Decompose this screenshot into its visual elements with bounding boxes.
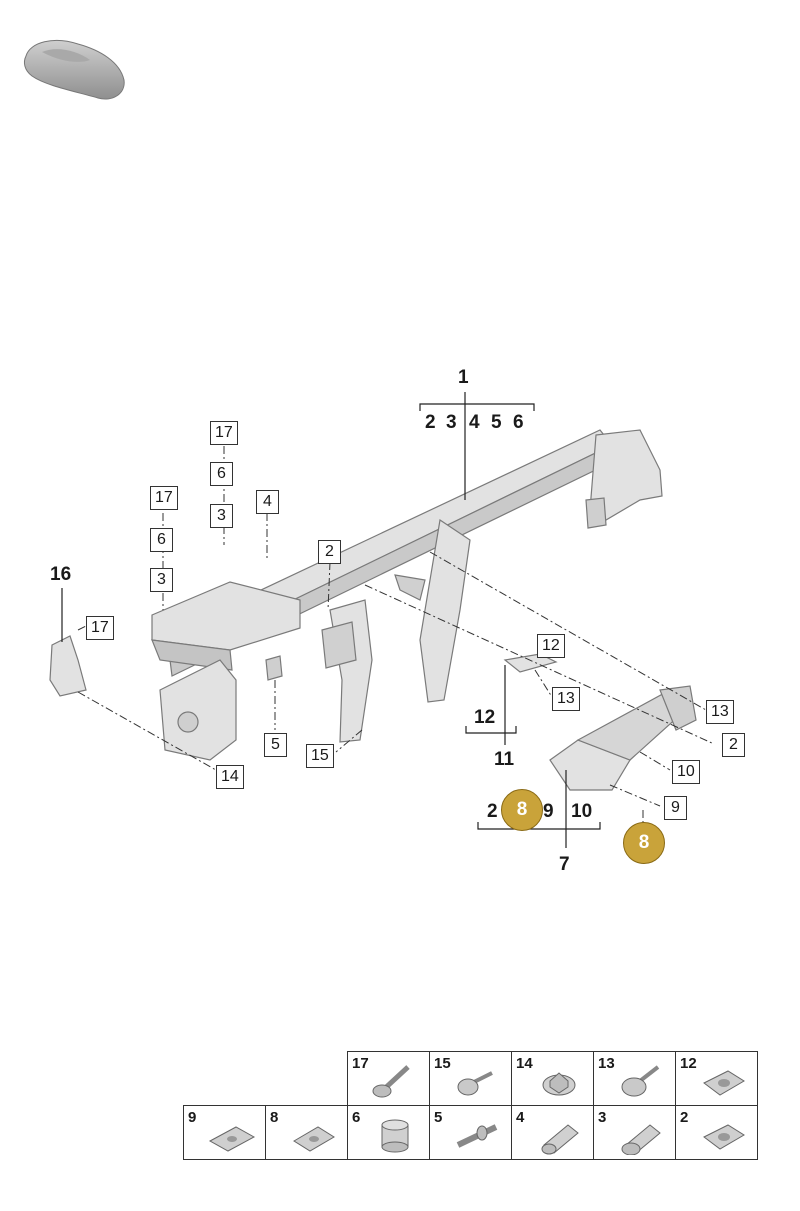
part-number: 17 (352, 1055, 369, 1072)
box-callout: 17 (210, 421, 238, 445)
spacer-sleeve-icon (381, 1119, 409, 1153)
box-callout: 17 (86, 616, 114, 640)
box-callout: 2 (722, 733, 745, 757)
part-number: 15 (434, 1055, 451, 1072)
part-cell-15[interactable]: 15 (429, 1051, 512, 1106)
threaded-sleeve-icon (621, 1124, 661, 1155)
box-callout: 2 (318, 540, 341, 564)
part-cell-4[interactable]: 4 (511, 1105, 594, 1160)
threaded-sleeve-icon (541, 1124, 579, 1155)
box-callout: 5 (264, 733, 287, 757)
part-cell-14[interactable]: 14 (511, 1051, 594, 1106)
box-callout: 6 (210, 462, 233, 486)
box-callout: 15 (306, 744, 334, 768)
part-cell-17[interactable]: 17 (347, 1051, 430, 1106)
part-number: 12 (680, 1055, 697, 1072)
part-number: 8 (270, 1109, 279, 1126)
callout-group7-item: 10 (571, 801, 593, 822)
part-number: 3 (598, 1109, 607, 1126)
part-number: 14 (516, 1055, 533, 1072)
box-callout: 17 (150, 486, 178, 510)
part-number: 5 (434, 1109, 443, 1126)
bolt-icon (372, 1065, 410, 1098)
nut-icon (542, 1072, 576, 1096)
box-callout: 3 (210, 504, 233, 528)
box-callout: 6 (150, 528, 173, 552)
part-cell-5[interactable]: 5 (429, 1105, 512, 1160)
stud-bolt-icon (456, 1124, 498, 1148)
part-cell-13[interactable]: 13 (593, 1051, 676, 1106)
callout-7: 7 (559, 854, 570, 875)
car-silhouette-icon (23, 39, 125, 100)
callout-group7-item: 2 (487, 801, 498, 822)
box-callout: 9 (664, 796, 687, 820)
callout-group1-item: 5 (491, 412, 502, 433)
callout-group1-item: 2 (425, 412, 436, 433)
callout-12-bracket: 12 (474, 707, 496, 728)
part-cell-9[interactable]: 9 (183, 1105, 266, 1160)
box-callout: 13 (552, 687, 580, 711)
callout-group7-item: 9 (543, 801, 554, 822)
parts-legend-grid: 17 15 14 13 12 9 8 6 5 4 3 2 (183, 1051, 758, 1160)
part-cell-8[interactable]: 8 (265, 1105, 348, 1160)
box-callout: 4 (256, 490, 279, 514)
screw-icon (621, 1065, 660, 1097)
box-callout: 14 (216, 765, 244, 789)
callout-16: 16 (50, 564, 72, 585)
box-callout: 13 (706, 700, 734, 724)
callout-11: 11 (494, 749, 515, 770)
part-number: 4 (516, 1109, 525, 1126)
box-callout: 3 (150, 568, 173, 592)
highlight-callout-8[interactable]: 8 (623, 822, 665, 864)
part-cell-2[interactable]: 2 (675, 1105, 758, 1160)
clip-nut-icon (293, 1126, 335, 1152)
part-number: 9 (188, 1109, 197, 1126)
part-cell-12[interactable]: 12 (675, 1051, 758, 1106)
part-number: 6 (352, 1109, 361, 1126)
box-callout: 12 (537, 634, 565, 658)
part-cell-3[interactable]: 3 (593, 1105, 676, 1160)
highlight-callout-8[interactable]: 8 (501, 789, 543, 831)
callout-group1-item: 3 (446, 412, 457, 433)
callout-group1-item: 4 (469, 412, 480, 433)
screw-icon (457, 1071, 493, 1096)
clip-nut-icon (703, 1124, 745, 1150)
clip-nut-icon (208, 1126, 256, 1152)
clip-nut-icon (703, 1070, 745, 1096)
callout-1: 1 (458, 367, 469, 388)
part-number: 13 (598, 1055, 615, 1072)
part-cell-6[interactable]: 6 (347, 1105, 430, 1160)
part-number: 2 (680, 1109, 689, 1126)
box-callout: 10 (672, 760, 700, 784)
callout-group1-item: 6 (513, 412, 524, 433)
